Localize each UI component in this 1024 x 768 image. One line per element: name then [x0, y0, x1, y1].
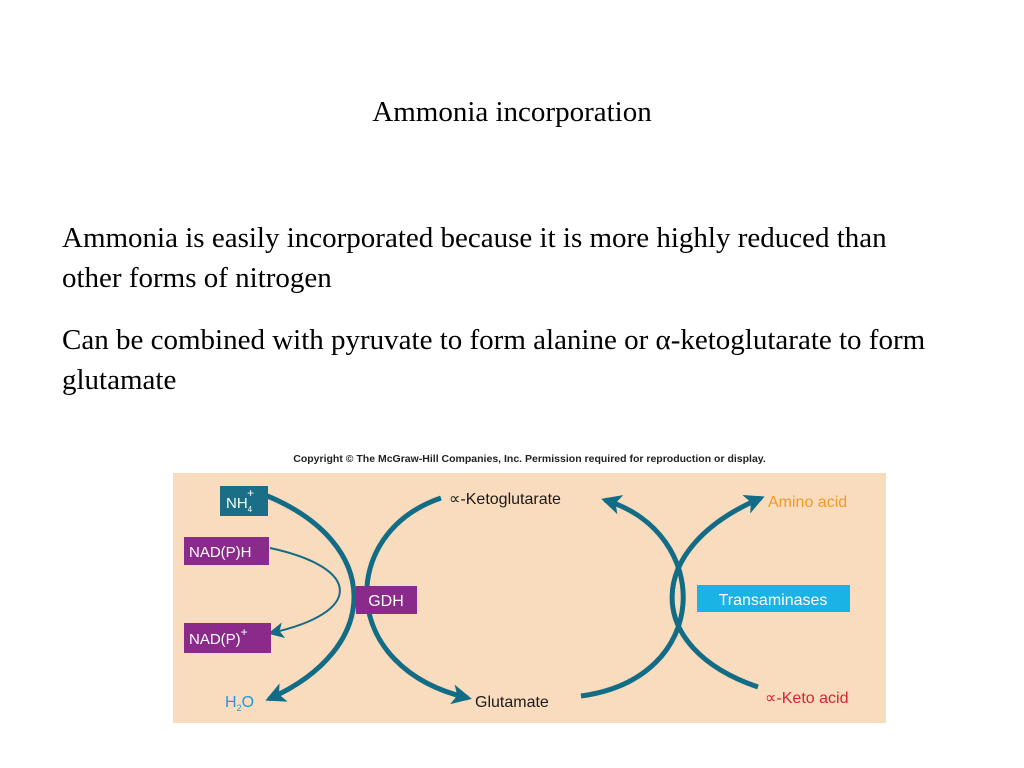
transaminase-return-arc-arrow — [580, 495, 686, 699]
slide-title: Ammonia incorporation — [372, 96, 652, 128]
amino-acid-label: Amino acid — [768, 494, 847, 511]
glutamate-label: Glutamate — [475, 694, 549, 711]
paragraph-ammonia-reduced: Ammonia is easily incorporated because i… — [62, 222, 887, 294]
transaminases-label: Transaminases — [719, 592, 828, 609]
nadph-box — [184, 537, 269, 565]
copyright-notice: Copyright © The McGraw-Hill Companies, I… — [293, 453, 766, 465]
diagram-canvas: NH4+ NAD(P)H NAD(P)+ H2O GDH ∝-Ketogluta… — [173, 473, 886, 723]
nadp-label: NAD(P)+ — [189, 625, 248, 648]
nadph-to-nadp-arrow — [267, 547, 341, 639]
transaminases-enzyme-box — [697, 585, 850, 612]
ammonia-incorporation-diagram: NH4+ NAD(P)H NAD(P)+ H2O GDH ∝-Ketogluta… — [173, 473, 886, 723]
gdh-label: GDH — [368, 593, 404, 610]
h2o-label: H2O — [225, 694, 254, 713]
gdh-left-arc-arrow — [264, 492, 357, 702]
gdh-enzyme-box — [356, 586, 417, 614]
paragraph-pyruvate-combination: Can be combined with pyruvate to form al… — [62, 324, 926, 396]
nadp-box — [184, 623, 271, 653]
nadph-label: NAD(P)H — [189, 544, 252, 561]
keto-to-amino-arc-arrow — [669, 495, 765, 690]
ketoglutarate-label: ∝-Ketoglutarate — [449, 491, 561, 508]
nh4-label: NH4+ — [226, 486, 254, 514]
nh4-box — [220, 486, 268, 516]
keto-acid-label: ∝-Keto acid — [765, 690, 848, 707]
